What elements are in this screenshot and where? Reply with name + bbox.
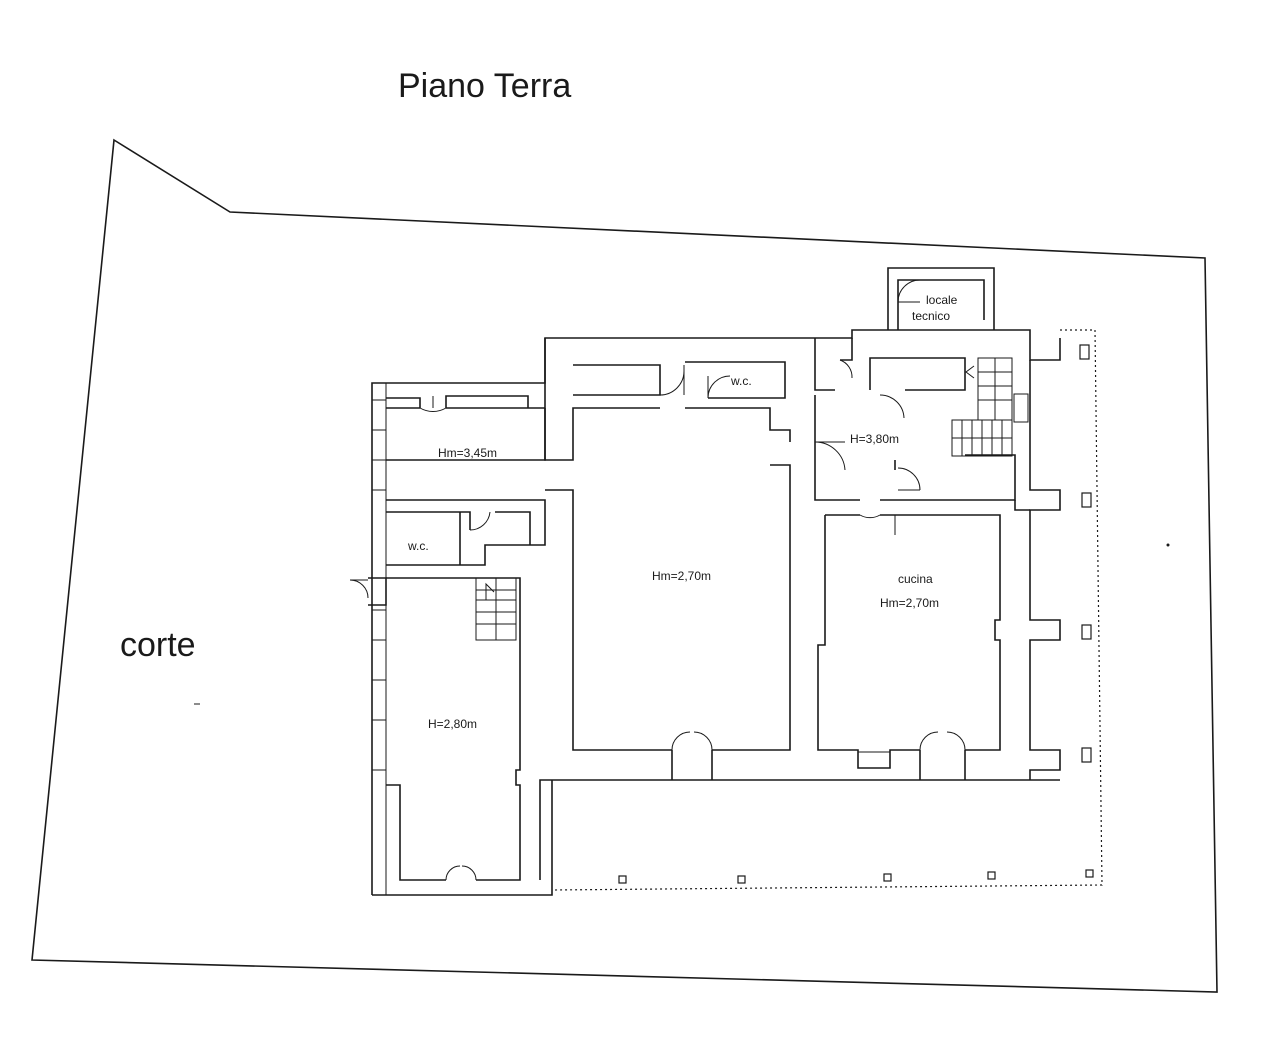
portico-post [1079,344,1090,360]
portico-post [1085,869,1094,878]
room-northwest [386,395,546,546]
room-label-wc-north: w.c. [730,374,752,388]
room-label-h280: H=2,80m [428,717,477,731]
portico-post [1081,624,1092,640]
portico-post [1081,492,1092,508]
tech-room [887,267,995,330]
room-label-cucina: cucina [898,572,933,586]
speck-mark [1166,543,1170,547]
portico-post [883,873,892,882]
lot-boundary [31,138,1218,993]
room-label-tecnico: tecnico [912,309,950,323]
room-central [544,338,791,780]
east-wall [1014,360,1061,780]
portico-post [987,871,996,880]
kitchen [817,514,1001,780]
courtyard-label: corte [120,626,196,664]
portico [551,329,1103,891]
room-southwest [386,577,521,881]
portico-post [1081,747,1092,763]
wc-west [349,511,531,606]
building-outline [371,329,1061,896]
room-label-hm345: Hm=3,45m [438,446,497,460]
room-label-central: Hm=2,70m [652,569,711,583]
wc-north [685,361,786,399]
stair-hall [814,338,1029,501]
room-label-kitchen-height: Hm=2,70m [880,596,939,610]
room-label-locale: locale [926,293,958,307]
portico-post [618,875,627,884]
portico-post [737,875,746,884]
room-label-wc-west: w.c. [407,539,429,553]
room-label-h380: H=3,80m [850,432,899,446]
plan-title: Piano Terra [398,67,571,105]
